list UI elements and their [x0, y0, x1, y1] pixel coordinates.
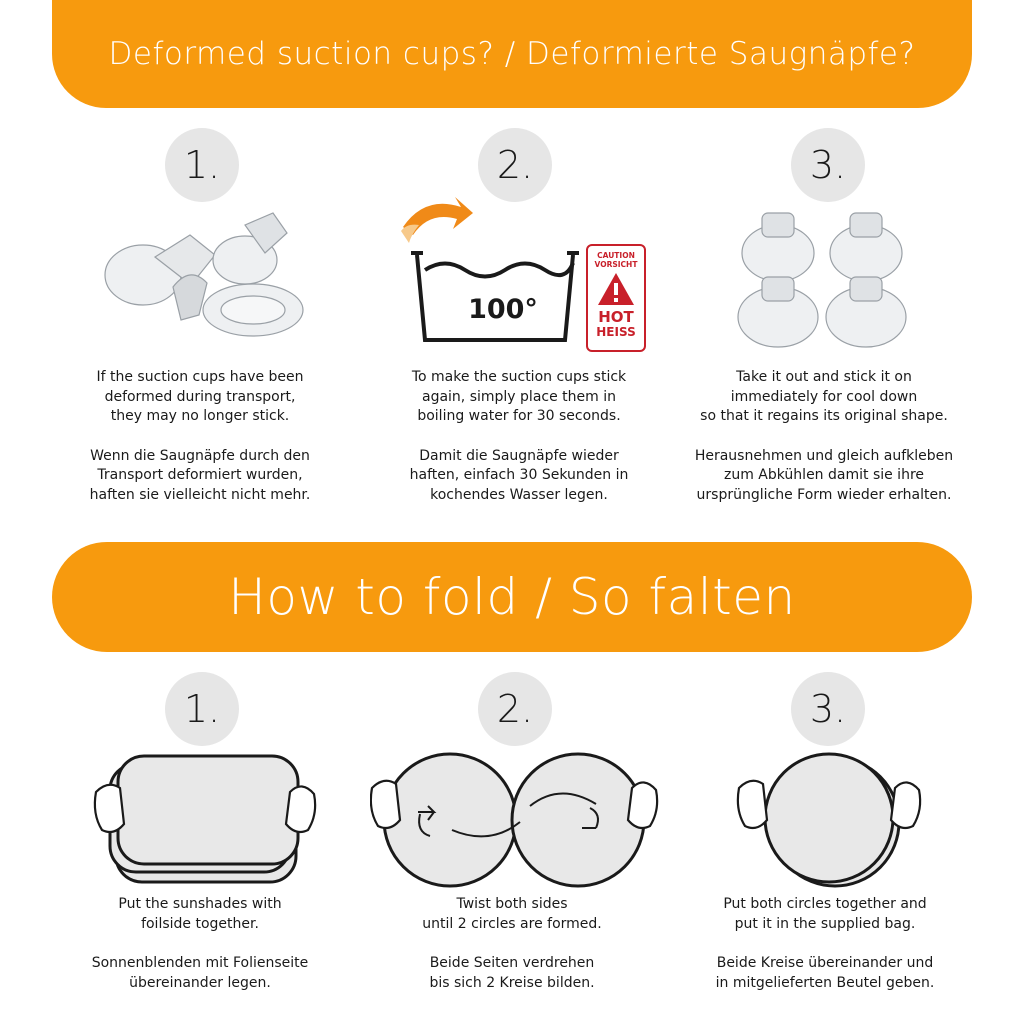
section2-step-1-caption: Put the sunshades with foilside together…	[50, 895, 350, 993]
warning-heiss: HEISS	[596, 325, 636, 339]
warning-hot: HOT	[598, 308, 634, 326]
twist-hand-icon	[370, 779, 659, 830]
section2-step-2-number: 2.	[478, 672, 552, 746]
section2-step-1-text-de: Sonnenblenden mit Folienseite übereinand…	[91, 955, 309, 991]
section2-step-3-number: 3.	[791, 672, 865, 746]
section1-step-1-number: 1.	[165, 128, 239, 202]
warning-triangle-icon	[598, 273, 634, 305]
section2-step-1-text-en: Put the sunshades with foilside together…	[118, 896, 282, 932]
warning-caution: CAUTION	[597, 251, 635, 260]
section1-step-2-text-de: Damit die Saugnäpfe wieder haften, einfa…	[409, 447, 629, 503]
section1-step-3-number: 3.	[791, 128, 865, 202]
section2-step-2-caption: Twist both sides until 2 circles are for…	[362, 895, 662, 993]
fold-banner: How to fold / So falten	[52, 542, 972, 652]
circles-stacked-icon	[736, 752, 922, 888]
sunshades-stacked-icon	[93, 754, 317, 884]
section2-step-2-text-en: Twist both sides until 2 circles are for…	[422, 896, 602, 932]
hot-warning-label: CAUTION VORSICHT HOT HEISS	[586, 244, 646, 352]
section1-step-3-text-de: Herausnehmen und gleich aufkleben zum Ab…	[694, 447, 954, 503]
fold-title: How to fold / So falten	[228, 568, 796, 626]
warning-vorsicht: VORSICHT	[594, 260, 638, 269]
boiling-water-icon	[401, 197, 579, 342]
section1-step-1-caption: If the suction cups have been deformed d…	[50, 368, 350, 505]
suction-cups-banner: Deformed suction cups? / Deformierte Sau…	[52, 0, 972, 108]
section2-step-3-text-de: Beide Kreise übereinander und in mitgeli…	[715, 955, 935, 991]
section2-step-3-text-en: Put both circles together and put it in …	[723, 896, 927, 932]
wash-temperature: 100°	[468, 294, 538, 325]
section2-step-3-caption: Put both circles together and put it in …	[675, 895, 975, 993]
section1-step-3-text-en: Take it out and stick it on immediately …	[700, 369, 948, 424]
stack-hand-icon	[736, 779, 922, 830]
section1-step-2-number: 2.	[478, 128, 552, 202]
section2-step-2-text-de: Beide Seiten verdrehen bis sich 2 Kreise…	[429, 955, 595, 991]
section1-step-2-text-en: To make the suction cups stick again, si…	[411, 369, 627, 424]
restored-suction-cups-icon	[737, 212, 907, 348]
hand-icon	[93, 783, 317, 834]
section1-step-1-text-en: If the suction cups have been deformed d…	[96, 369, 304, 424]
twist-circles-icon	[370, 752, 659, 888]
section1-step-3-caption: Take it out and stick it on immediately …	[674, 368, 974, 505]
section2-step-1-number: 1.	[165, 672, 239, 746]
suction-cups-title: Deformed suction cups? / Deformierte Sau…	[108, 36, 916, 72]
section1-step-1-text-de: Wenn die Saugnäpfe durch den Transport d…	[89, 447, 311, 503]
section1-step-2-caption: To make the suction cups stick again, si…	[369, 368, 669, 505]
deformed-suction-cups-icon	[104, 212, 304, 337]
